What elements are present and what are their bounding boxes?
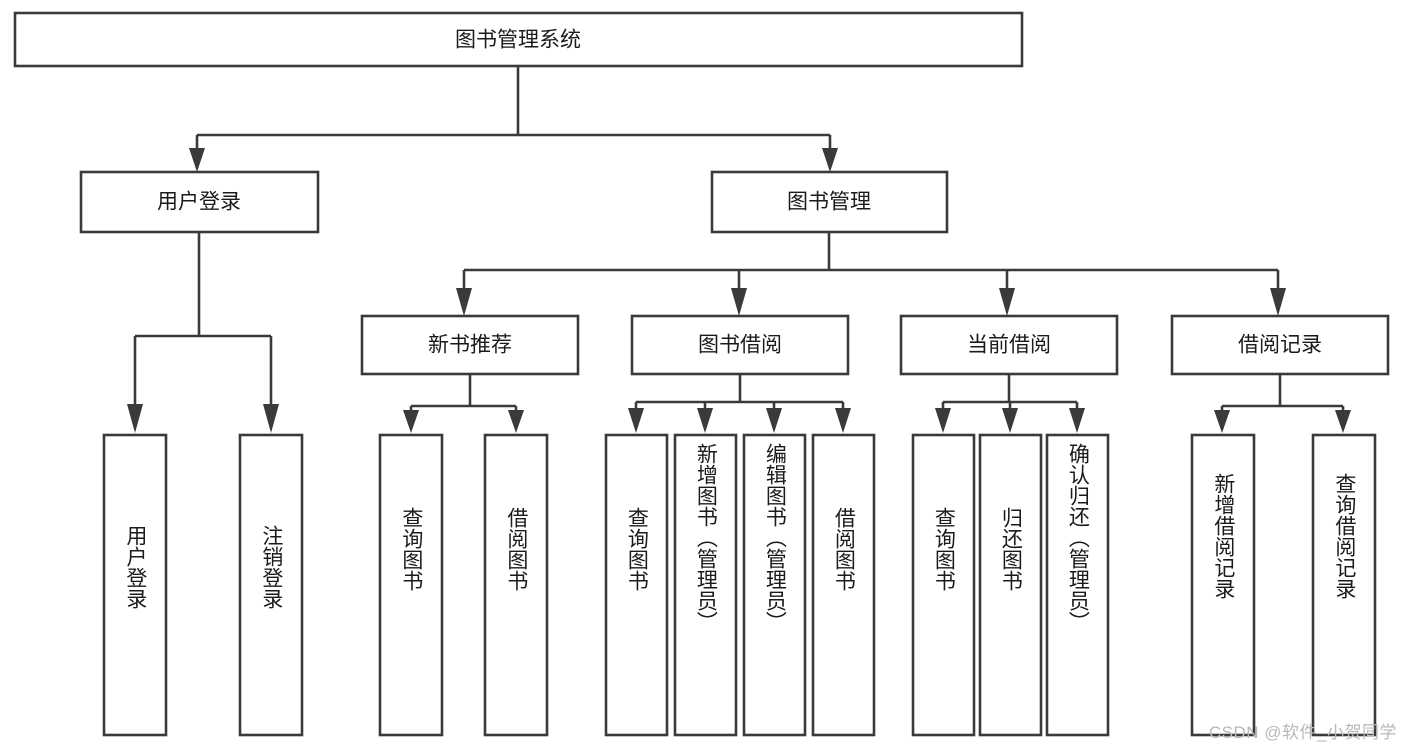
arrow-head-leaf-query-record xyxy=(1335,410,1351,433)
node-book-borrow[interactable]: 图书借阅 xyxy=(630,314,850,376)
node-current-borrow-label: 当前借阅 xyxy=(967,334,1051,357)
node-new-book-recommend-label: 新书推荐 xyxy=(428,334,512,357)
node-book-borrow-box[interactable] xyxy=(630,314,850,376)
node-book-borrow-label: 图书借阅 xyxy=(698,334,782,357)
arrow-head-book-manage xyxy=(822,148,838,172)
node-leaf-add-book-box[interactable] xyxy=(673,433,738,737)
arrow-head-new-book-recommend xyxy=(456,288,472,316)
node-root-box[interactable] xyxy=(13,11,1024,68)
arrow-head-leaf-borrow-book-2 xyxy=(835,408,851,433)
node-leaf-borrow-book-1-box[interactable] xyxy=(483,433,549,737)
node-current-borrow-box[interactable] xyxy=(899,314,1119,376)
node-root-label: 图书管理系统 xyxy=(455,29,581,52)
arrow-head-book-borrow xyxy=(731,288,747,316)
arrow-head-leaf-user-login xyxy=(127,404,143,433)
arrow-head-leaf-query-book-3 xyxy=(935,408,951,433)
csdn-watermark: CSDN @软件_小贺同学 xyxy=(1208,723,1397,742)
node-user-login[interactable]: 用户登录 xyxy=(79,170,320,234)
node-leaf-query-book-1-box[interactable] xyxy=(378,433,444,737)
node-book-manage[interactable]: 图书管理 xyxy=(710,170,949,234)
arrow-head-leaf-user-logout xyxy=(263,404,279,433)
node-leaf-edit-book-box[interactable] xyxy=(742,433,807,737)
arrow-head-leaf-return-book xyxy=(1002,408,1018,433)
node-borrow-record-box[interactable] xyxy=(1170,314,1390,376)
node-leaf-return-book-box[interactable] xyxy=(978,433,1043,737)
node-leaf-confirm-return-box[interactable] xyxy=(1045,433,1110,737)
node-leaf-user-login-box[interactable] xyxy=(102,433,168,737)
node-user-login-label: 用户登录 xyxy=(157,191,241,214)
arrow-head-leaf-add-record xyxy=(1214,410,1230,433)
arrow-head-current-borrow xyxy=(999,288,1015,316)
node-root[interactable]: 图书管理系统 xyxy=(13,11,1024,68)
node-leaf-query-record-box[interactable] xyxy=(1311,433,1377,737)
arrow-head-leaf-add-book xyxy=(697,408,713,433)
arrow-head-borrow-record xyxy=(1270,288,1286,316)
node-leaf-add-record-box[interactable] xyxy=(1190,433,1256,737)
arrow-head-leaf-edit-book xyxy=(766,408,782,433)
node-leaf-user-logout-box[interactable] xyxy=(238,433,304,737)
arrow-head-leaf-query-book-1 xyxy=(403,410,419,433)
arrow-head-leaf-query-book-2 xyxy=(628,408,644,433)
node-current-borrow[interactable]: 当前借阅 xyxy=(899,314,1119,376)
node-new-book-recommend-box[interactable] xyxy=(360,314,580,376)
node-leaf-borrow-book-2-box[interactable] xyxy=(811,433,876,737)
node-leaf-query-book-3-box[interactable] xyxy=(911,433,976,737)
node-book-manage-box[interactable] xyxy=(710,170,949,234)
node-borrow-record[interactable]: 借阅记录 xyxy=(1170,314,1390,376)
node-leaf-query-book-2-box[interactable] xyxy=(604,433,669,737)
node-new-book-recommend[interactable]: 新书推荐 xyxy=(360,314,580,376)
arrow-head-leaf-confirm-return xyxy=(1069,408,1085,433)
arrow-head-user-login xyxy=(189,148,205,172)
node-book-manage-label: 图书管理 xyxy=(787,191,871,214)
arrow-head-leaf-borrow-book-1 xyxy=(508,410,524,433)
node-borrow-record-label: 借阅记录 xyxy=(1238,334,1322,357)
